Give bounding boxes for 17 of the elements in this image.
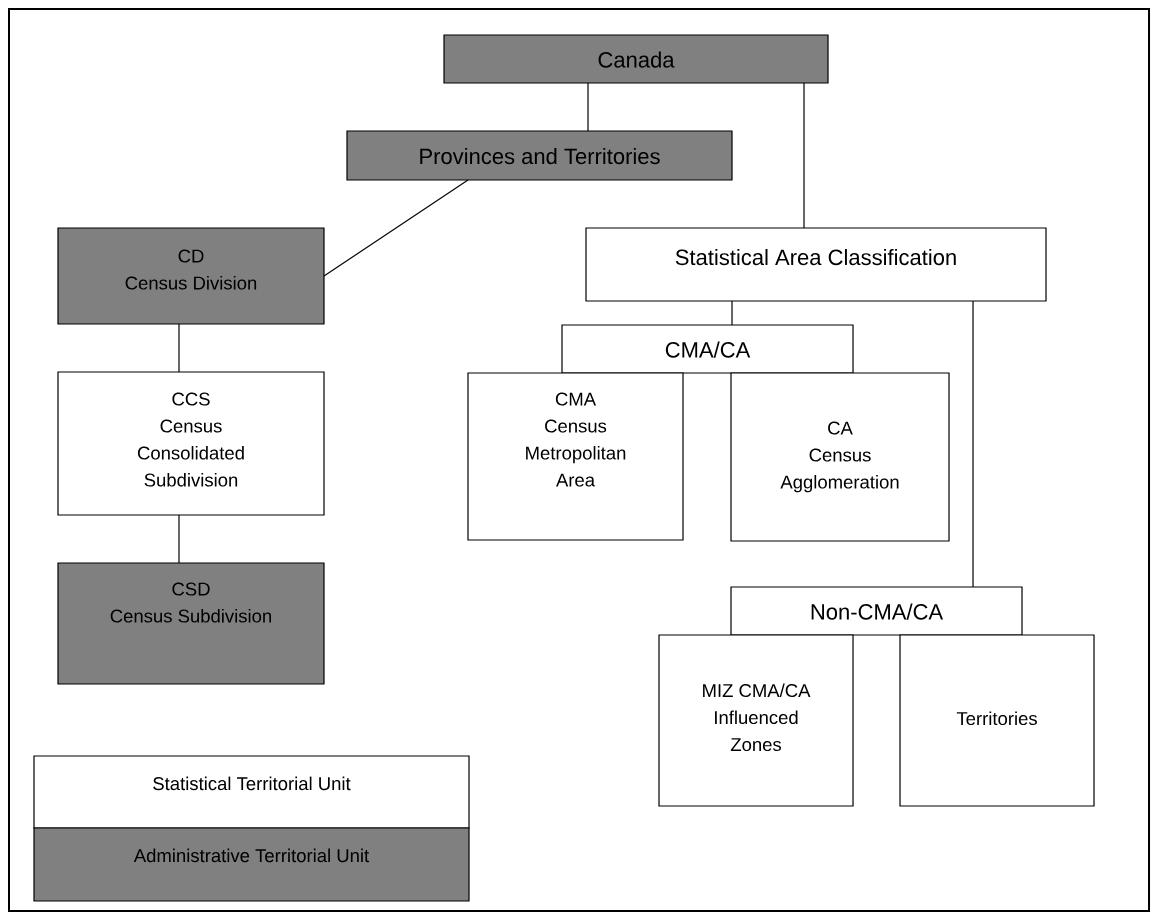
statistical-unit-box: Non-CMA/CA [730,586,1023,636]
admin-unit-box: Canada [443,34,829,84]
legend-label: Administrative Territorial Unit [133,848,370,863]
connector-line [803,82,805,229]
statistical-unit-box: CMA/CA [561,324,854,374]
connector-line [587,82,589,132]
statistical-unit-box: Statistical Area Classification [585,227,1047,302]
connector-line [178,323,180,373]
admin-unit-box: CSD Census Subdivision [57,562,325,685]
admin-unit-box: Provinces and Territories [346,130,733,181]
legend-label: Statistical Territorial Unit [153,776,351,791]
statistical-unit-box: CCS Census Consolidated Subdivision [57,371,325,516]
connector-line [178,514,180,564]
connector-line [323,179,469,277]
connector-line [972,300,974,588]
connector-line [731,300,733,326]
admin-unit-box: CD Census Division [57,227,325,325]
